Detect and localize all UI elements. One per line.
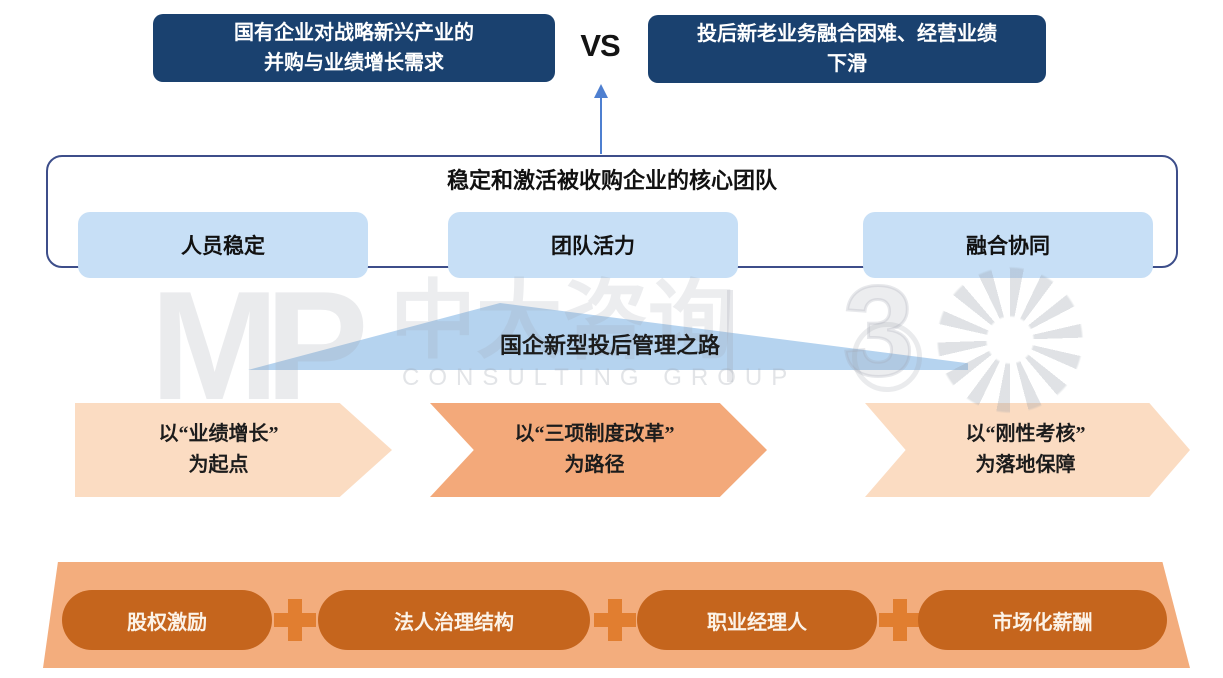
- pillar-staff-stability: 人员稳定: [78, 212, 368, 278]
- step-performance-growth: 以“业绩增长” 为起点: [75, 403, 392, 497]
- step-rigid-assessment: 以“刚性考核” 为落地保障: [865, 403, 1190, 497]
- challenge-box-demand: 国有企业对战略新兴产业的 并购与业绩增长需求: [153, 14, 555, 82]
- challenge-box-difficulty-line1: 投后新老业务融合困难、经营业绩: [697, 23, 997, 45]
- pillar-integration-synergy: 融合协同: [863, 212, 1153, 278]
- vs-label: VS: [580, 28, 620, 63]
- step-rigid-assessment-line1: 以“刚性考核”: [965, 423, 1086, 445]
- challenge-box-demand-line1: 国有企业对战略新兴产业的: [234, 22, 474, 44]
- up-arrow-icon: [594, 84, 608, 154]
- mechanism-equity-incentive: 股权激励: [62, 590, 272, 650]
- mechanism-corporate-governance: 法人治理结构: [318, 590, 590, 650]
- plus-icon: [274, 599, 316, 641]
- step-three-reforms-line1: 以“三项制度改革”: [514, 423, 675, 445]
- pillar-team-vitality: 团队活力: [448, 212, 738, 278]
- challenge-box-difficulty-line2: 下滑: [827, 53, 867, 75]
- core-team-title: 稳定和激活被收购企业的核心团队: [446, 168, 777, 193]
- watermark-anniversary-3: 3: [841, 260, 915, 403]
- plus-icon: [879, 599, 921, 641]
- plus-icon: [594, 599, 636, 641]
- challenge-box-demand-line2: 并购与业绩增长需求: [264, 52, 444, 74]
- mechanism-professional-managers: 职业经理人: [637, 590, 877, 650]
- step-three-reforms-line2: 为路径: [564, 454, 625, 476]
- watermark-mp-logo: MP: [150, 259, 368, 432]
- step-rigid-assessment-line2: 为落地保障: [975, 454, 1076, 476]
- step-three-reforms: 以“三项制度改革” 为路径: [430, 403, 767, 497]
- mechanism-market-salary: 市场化薪酬: [918, 590, 1167, 650]
- step-performance-growth-line1: 以“业绩增长”: [158, 423, 279, 445]
- challenge-box-difficulty: 投后新老业务融合困难、经营业绩 下滑: [648, 15, 1046, 83]
- banner-title: 国企新型投后管理之路: [499, 333, 720, 358]
- step-performance-growth-line2: 为起点: [188, 454, 249, 476]
- watermark-sunburst-icon: [935, 265, 1085, 415]
